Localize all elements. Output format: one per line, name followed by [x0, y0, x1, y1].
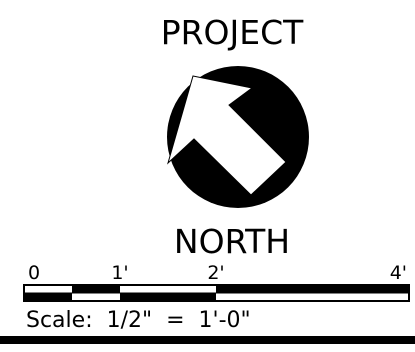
scale-segment [24, 285, 72, 293]
scale-segment [72, 285, 120, 293]
scale-segment [120, 285, 216, 293]
sheet-bottom-border [0, 336, 415, 344]
scale-bar [23, 284, 410, 302]
scale-tick-label: 1' [111, 262, 128, 284]
north-label: NORTH [174, 222, 290, 261]
scale-tick-label: 0 [28, 262, 40, 284]
scale-bar-tick-labels: 0 1' 2' 4' [28, 262, 407, 284]
project-label: PROJECT [161, 13, 304, 52]
scale-text: Scale: 1/2" = 1'-0" [26, 308, 251, 333]
scale-segment [216, 285, 409, 293]
north-arrow-icon [167, 75, 287, 196]
scale-segment [216, 293, 409, 301]
scale-tick-label: 4' [390, 262, 407, 284]
scale-segment [24, 293, 72, 301]
scale-segment [120, 293, 216, 301]
scale-tick-label: 2' [207, 262, 224, 284]
scale-segment [72, 293, 120, 301]
